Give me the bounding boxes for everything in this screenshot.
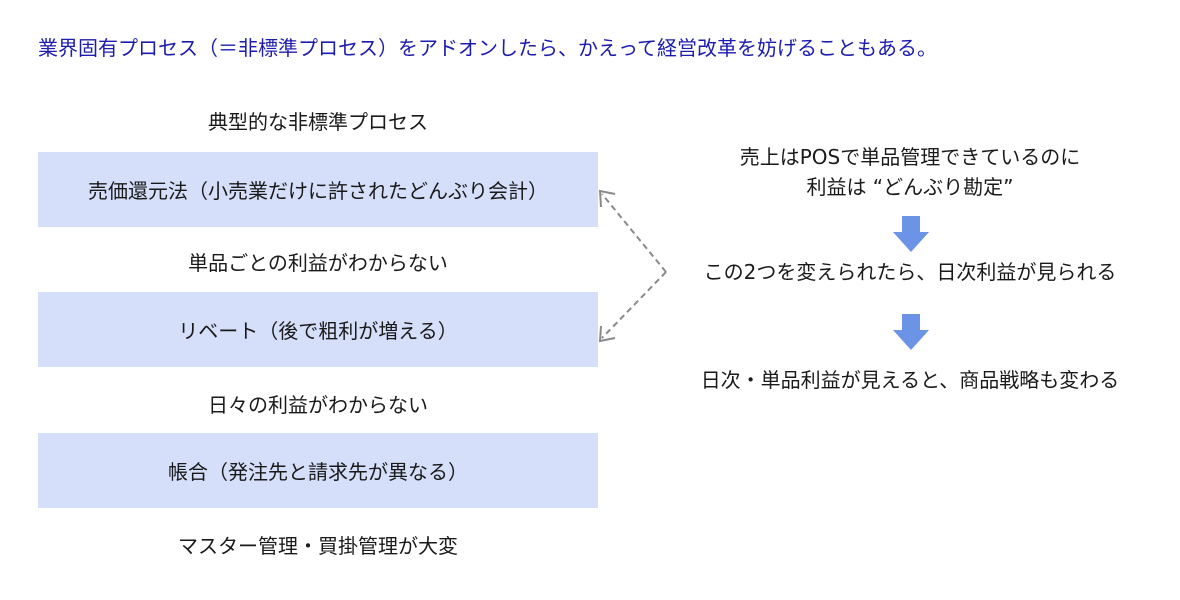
process-label: リベート（後で粗利が増える） xyxy=(178,319,458,343)
right-step-1-line-2: 利益は “どんぶり勘定” xyxy=(806,175,1014,199)
left-column-heading: 典型的な非標準プロセス xyxy=(208,110,428,134)
down-arrow-icon xyxy=(893,314,929,350)
right-step-2: この2つを変えられたら、日次利益が見られる xyxy=(703,260,1117,284)
dashed-connector-arrows xyxy=(598,189,667,343)
headline: 業界固有プロセス（＝非標準プロセス）をアドオンしたら、かえって経営改革を妨げるこ… xyxy=(38,36,937,60)
process-box-baika-kangen: 売価還元法（小売業だけに許されたどんぶり会計） xyxy=(38,152,598,227)
consequence-text: マスター管理・買掛管理が大変 xyxy=(178,534,458,558)
right-step-1: 売上はPOSで単品管理できているのに 利益は “どんぶり勘定” xyxy=(660,142,1160,202)
process-label: 売価還元法（小売業だけに許されたどんぶり会計） xyxy=(88,179,548,203)
consequence-text: 日々の利益がわからない xyxy=(208,393,428,417)
process-label: 帳合（発注先と請求先が異なる） xyxy=(168,460,468,484)
dashed-arrow-to-rebate xyxy=(598,271,667,343)
right-step-1-line-1: 売上はPOSで単品管理できているのに xyxy=(739,145,1081,169)
dashed-arrow-to-baika-kangen xyxy=(598,189,667,273)
down-arrow-icon xyxy=(893,216,929,252)
right-step-3: 日次・単品利益が見えると、商品戦略も変わる xyxy=(700,368,1120,392)
process-box-rebate: リベート（後で粗利が増える） xyxy=(38,292,598,367)
process-box-choai: 帳合（発注先と請求先が異なる） xyxy=(38,433,598,508)
consequence-text: 単品ごとの利益がわからない xyxy=(188,251,448,275)
